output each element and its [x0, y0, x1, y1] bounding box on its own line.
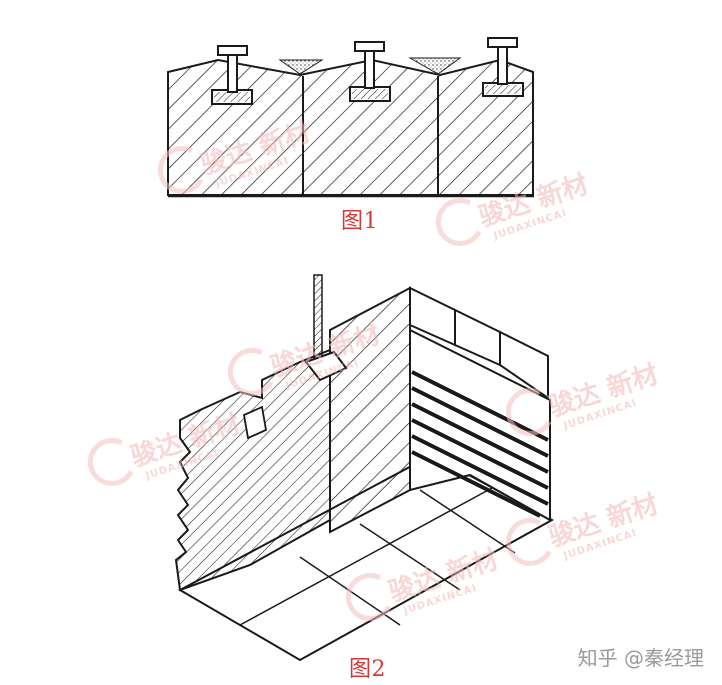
i-beam-3 — [482, 37, 524, 97]
figure-1-caption: 图1 — [341, 209, 378, 234]
mortar-fill — [278, 59, 324, 75]
middle-slab — [329, 286, 411, 534]
left-front-face — [174, 348, 331, 592]
hanger-bracket — [304, 350, 348, 382]
layer-lines — [411, 370, 549, 518]
i-beam-2 — [349, 41, 391, 102]
notch — [242, 405, 268, 440]
hanger-rod — [313, 274, 323, 364]
author-credit: 知乎 @秦经理 — [577, 646, 704, 670]
figure-2-caption: 图2 — [349, 657, 386, 682]
top-block — [499, 330, 549, 400]
brick-section-fill — [167, 58, 534, 196]
figure-1 — [167, 37, 534, 198]
mortar-fill — [408, 57, 462, 75]
i-beam-1 — [211, 45, 253, 105]
figure-2 — [174, 274, 555, 662]
